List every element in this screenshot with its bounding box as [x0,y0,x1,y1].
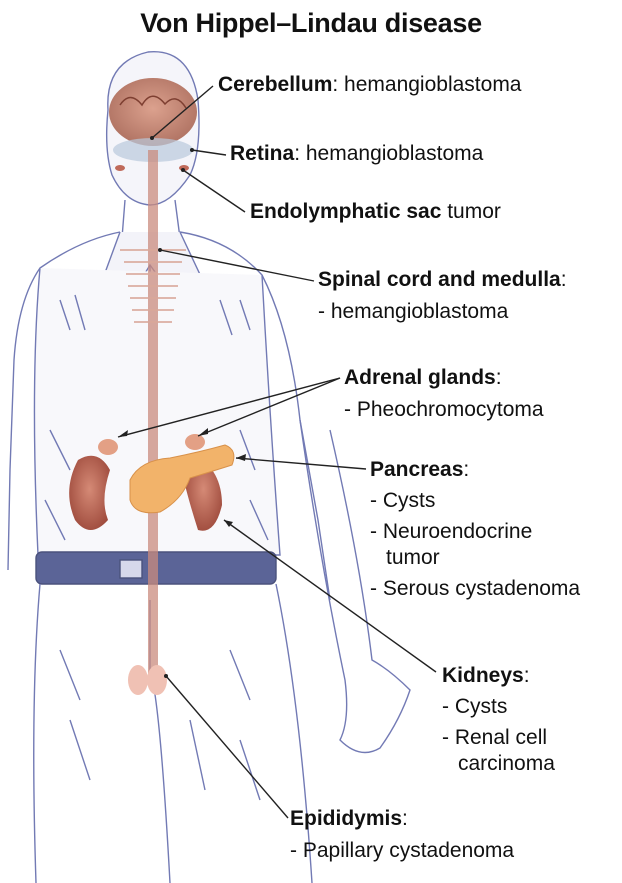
label-adrenal-glands: Adrenal glands: - Pheochromocytoma [344,365,544,423]
organ-endolymphatic-sac: Endolymphatic sac [250,200,441,223]
spinal-cord-icon [148,150,158,680]
organ-spinal-cord: Spinal cord and medulla [318,268,561,291]
label-endolymphatic-sac: Endolymphatic sac tumor [250,199,501,225]
label-epididymis: Epididymis: - Papillary cystadenoma [290,806,514,864]
organ-retina: Retina [230,142,294,165]
label-kidneys: Kidneys: - Cysts - Renal cell carcinoma [442,663,555,777]
label-cerebellum: Cerebellum: hemangioblastoma [218,72,522,98]
label-pancreas: Pancreas: - Cysts - Neuroendocrine tumor… [370,457,580,602]
brain-icon [109,78,197,146]
organ-adrenal-glands: Adrenal glands [344,366,496,389]
label-spinal-cord: Spinal cord and medulla: - hemangioblast… [318,267,567,325]
organ-epididymis: Epididymis [290,807,402,830]
kidney-icon [69,456,110,530]
organ-kidneys: Kidneys [442,664,524,687]
organ-cerebellum: Cerebellum [218,73,332,96]
organ-pancreas: Pancreas [370,458,463,481]
label-retina: Retina: hemangioblastoma [230,141,483,167]
